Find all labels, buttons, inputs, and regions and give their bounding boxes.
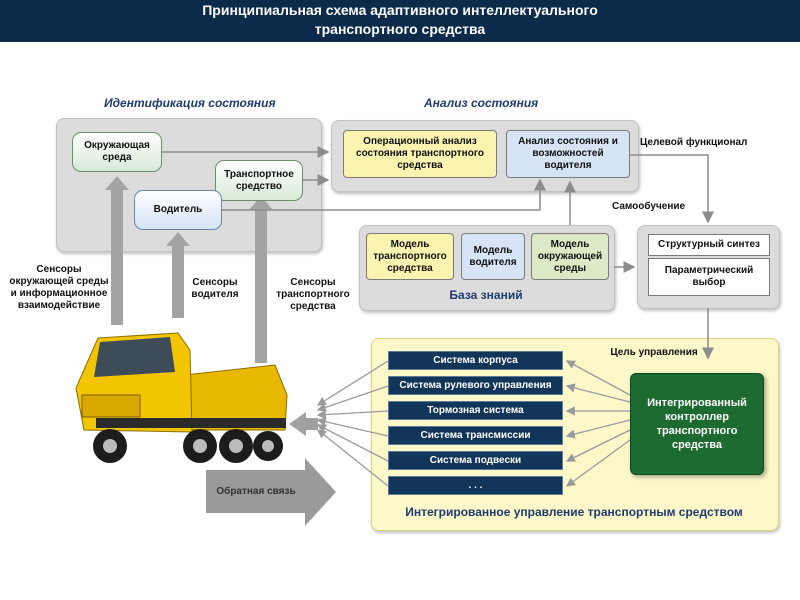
system-brakes: Тормозная система (388, 401, 563, 420)
system-body: Система корпуса (388, 351, 563, 370)
sensors-driver-label: Сенсоры водителя (191, 277, 239, 300)
model-vehicle-box: Модель транспортного средства (366, 233, 454, 280)
knowledge-base-label: База знаний (449, 288, 523, 302)
feedback-arrow (206, 458, 336, 526)
parametric-choice-box: Параметрический выбор (648, 258, 770, 296)
control-goal-label: Цель управления (610, 347, 698, 358)
feedback-label: Обратная связь (216, 486, 296, 497)
controller-fan (565, 360, 631, 487)
header-bar (0, 0, 800, 42)
sensors-vehicle-label: Сенсоры транспортного средства (276, 277, 350, 312)
system-transmission: Система трансмиссии (388, 426, 563, 445)
systems-fan (316, 360, 389, 487)
target-functional-label: Целевой функционал (640, 137, 748, 148)
system-steering: Система рулевого управления (388, 376, 563, 395)
model-environment-box: Модель окружающей среды (531, 233, 609, 280)
environment-box: Окружающая среда (72, 132, 162, 172)
vehicle-box: Транспортное средство (215, 160, 303, 201)
model-driver-box: Модель водителя (461, 233, 525, 280)
identification-label: Идентификация состояния (104, 96, 276, 110)
state-analysis-box: Анализ состояния и возможностей водителя (506, 130, 630, 178)
title-line-1: Принципиальная схема адаптивного интелле… (202, 2, 598, 18)
truck-illustration (75, 332, 288, 463)
feedback-small-arrow (289, 412, 318, 436)
sensor-arrows (105, 176, 273, 363)
self-learning-label: Самообучение (612, 201, 686, 212)
operational-analysis-box: Операционный анализ состояния транспортн… (343, 130, 497, 178)
driver-box: Водитель (134, 190, 222, 230)
system-more: . . . (388, 476, 563, 495)
analysis-label: Анализ состояния (424, 96, 539, 110)
structural-synthesis-box: Структурный синтез (648, 234, 770, 256)
system-suspension: Система подвески (388, 451, 563, 470)
title-line-2: транспортного средства (314, 21, 486, 37)
integrated-management-label: Интегрированное управление транспортным … (405, 505, 743, 519)
controller-box: Интегрированный контроллер транспортного… (630, 373, 764, 475)
sensors-env-label: Сенсоры окружающей среды и информационно… (9, 264, 109, 311)
slide-title: Принципиальная схема адаптивного интелле… (0, 0, 800, 39)
